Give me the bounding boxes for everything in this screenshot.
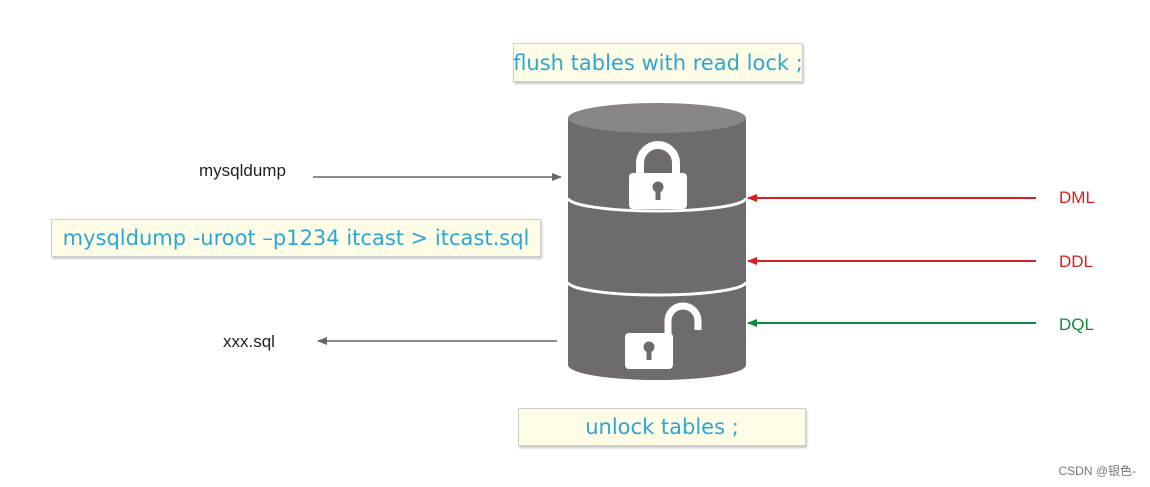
mysqldump-command: mysqldump -uroot –p1234 itcast > itcast.… [62, 226, 530, 250]
lock-closed-icon [629, 141, 687, 209]
output-file-label: xxx.sql [223, 332, 275, 351]
operation-dql-label: DQL [1059, 315, 1094, 334]
operation-dml-label: DML [1059, 188, 1095, 207]
operation-ddl-label: DDL [1059, 252, 1094, 271]
database-cylinder-icon [566, 103, 748, 380]
mysqldump-command-box: mysqldump -uroot –p1234 itcast > itcast.… [51, 219, 541, 257]
watermark: CSDN @银色- [1058, 464, 1136, 478]
flush-tables-command: flush tables with read lock ; [513, 50, 803, 75]
unlock-tables-command-box: unlock tables ; [518, 408, 806, 446]
flush-tables-command-box: flush tables with read lock ; [513, 43, 803, 82]
mysqldump-label: mysqldump [199, 161, 286, 180]
unlock-tables-command: unlock tables ; [585, 415, 739, 439]
lock-open-icon [625, 302, 702, 369]
